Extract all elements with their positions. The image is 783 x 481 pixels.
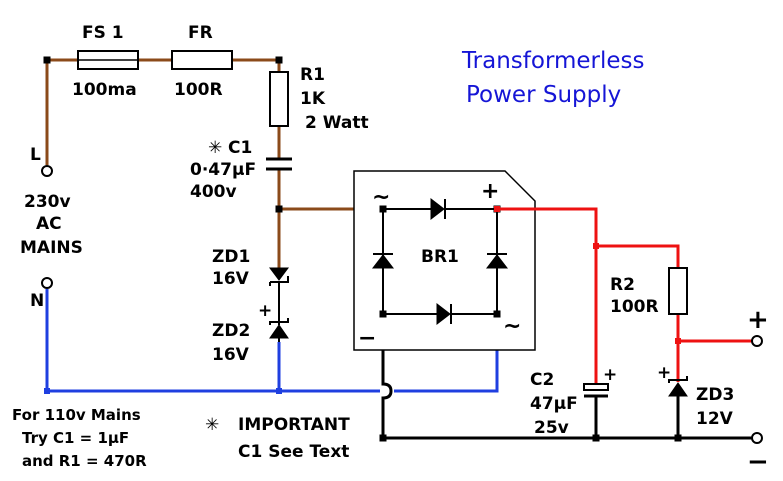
resistor-r2: R2 100R: [610, 267, 688, 317]
c1-rating: 400v: [190, 182, 237, 202]
note-110v-line3: and R1 = 470R: [22, 452, 147, 470]
bridge-rectifier-br1: ~ + − ~ BR1: [353, 170, 536, 351]
note-110v: For 110v Mains Try C1 = 1μF and R1 = 470…: [12, 406, 147, 470]
wire-fr-r1: [232, 58, 281, 72]
ground-wiring: [379, 350, 752, 442]
r1-value: 1K: [300, 89, 326, 109]
zd3-value: 12V: [696, 409, 734, 429]
neutral-label: N: [30, 291, 44, 311]
capacitor-c1: ✳ C1 0·47μF 400v: [190, 138, 292, 202]
junction-dot: [43, 56, 51, 64]
output-negative-terminal: −: [747, 432, 769, 477]
c2-rating: 25v: [534, 418, 569, 438]
junction-dot: [276, 388, 282, 394]
capacitor-c2: + C2 47μF 25v: [530, 365, 617, 438]
br1-name: BR1: [421, 247, 459, 267]
junction-dot: [44, 388, 50, 394]
zd1-name: ZD1: [212, 247, 250, 267]
r1-name: R1: [300, 65, 325, 85]
note-110v-line2: Try C1 = 1μF: [22, 429, 129, 447]
junction-dot: [275, 205, 283, 213]
zener-zd1: ZD1 16V: [212, 247, 289, 289]
fs1-name: FS 1: [82, 23, 124, 43]
terminal-neutral: N: [30, 277, 53, 311]
out-pos-label: +: [747, 305, 769, 335]
fr-value: 100R: [174, 80, 223, 100]
note-important: ✳ IMPORTANT C1 See Text: [205, 415, 350, 462]
mains-line1: 230v: [24, 192, 71, 212]
c2-name: C2: [530, 370, 554, 390]
zd2-name: ZD2: [212, 321, 250, 341]
junction-dot: [674, 434, 682, 442]
zd2-plus: +: [258, 301, 272, 321]
resistor-fr: FR 100R: [171, 23, 233, 100]
bridge-ac-bottom: ~: [503, 314, 521, 339]
title-line1: Transformerless: [461, 48, 645, 74]
wire-pos-r2: [596, 244, 680, 268]
junction-dot: [275, 56, 283, 64]
fuse-fs1: FS 1 100ma: [72, 23, 139, 100]
junction-dot: [675, 338, 681, 344]
output-positive-terminal: +: [747, 305, 769, 347]
c1-name: C1: [228, 138, 252, 158]
out-neg-label: −: [747, 447, 769, 477]
fr-name: FR: [188, 23, 213, 43]
important-line1: IMPORTANT: [238, 415, 350, 435]
note-110v-line1: For 110v Mains: [12, 406, 141, 424]
bridge-minus: −: [358, 326, 376, 351]
wire-live-left: [45, 58, 78, 165]
terminal-live: L: [30, 145, 53, 177]
bridge-ac-top: ~: [372, 185, 390, 210]
fs1-value: 100ma: [72, 80, 137, 100]
c1-value: 0·47μF: [190, 160, 256, 180]
resistor-r1: R1 1K 2 Watt: [269, 65, 369, 133]
mains-line2: AC: [36, 214, 62, 234]
positive-wiring: [494, 206, 752, 384]
important-marker-icon: ✳: [205, 415, 219, 435]
zener-zd3: + ZD3 12V: [657, 363, 734, 429]
wire-pos: [497, 207, 598, 384]
junction-dot: [593, 243, 599, 249]
c2-value: 47μF: [530, 394, 578, 414]
c1-marker-icon: ✳: [208, 138, 222, 158]
c2-plus: +: [603, 365, 617, 385]
junction-dot: [592, 434, 600, 442]
mains-line3: MAINS: [20, 238, 83, 258]
zd1-value: 16V: [212, 269, 250, 289]
zd2-value: 16V: [212, 345, 250, 365]
junction-dot: [379, 434, 387, 442]
r2-name: R2: [610, 275, 635, 295]
title-line2: Power Supply: [466, 82, 621, 108]
zd3-name: ZD3: [696, 385, 734, 405]
r2-value: 100R: [610, 297, 659, 317]
live-wiring: [43, 56, 383, 268]
live-label: L: [30, 145, 41, 165]
bridge-plus: +: [481, 179, 499, 204]
zener-zd2: + ZD2 16V: [212, 301, 289, 365]
important-line2: C1 See Text: [238, 442, 349, 462]
zd3-plus: +: [657, 363, 671, 383]
r1-rating: 2 Watt: [305, 113, 369, 133]
wire-ground: [381, 350, 752, 440]
